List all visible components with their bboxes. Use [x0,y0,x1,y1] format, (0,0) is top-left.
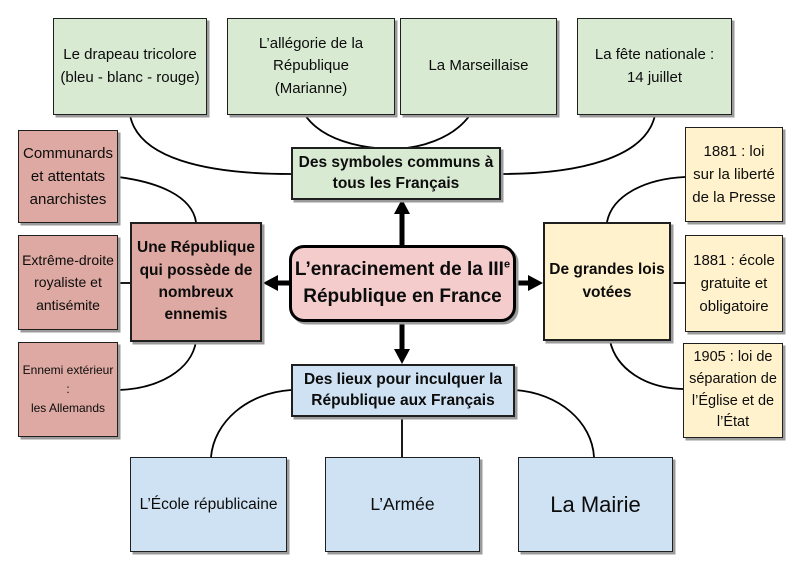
arrow-left-head [263,275,278,291]
node-separation-1905: 1905 : loi de séparation de l’Église et … [683,343,783,438]
node-ecole-gratuite-1881: 1881 : école gratuite et obligatoire [685,235,783,332]
connector-allegorie-symbols [304,114,390,150]
node-drapeau-tricolore: Le drapeau tricolore (bleu - blanc - rou… [53,18,207,115]
node-armee: L’Armée [325,457,480,552]
arrow-down-head [394,349,410,364]
central-topic-superscript: e [503,258,511,271]
arrow-up-head [394,199,410,214]
connector-communards-ennemis [117,176,197,223]
connector-ennemis-ennemi-exterieur [117,340,197,391]
connector-fete-symbols [500,114,656,175]
connector-lois-presse [606,176,686,223]
connector-lois-separation [609,340,684,390]
connector-drapeau-symbols [129,114,292,175]
connector-lieux-ecole-republicaine [210,389,292,458]
node-lieux-inculquer: Des lieux pour inculquer la République a… [291,364,515,417]
node-central-topic: L’enracinement de la IIIe République en … [289,245,516,322]
node-ecole-republicaine: L’École républicaine [130,457,287,552]
connector-lieux-mairie [514,389,595,458]
node-communards: Communards et attentats anarchistes [18,130,118,223]
node-republique-ennemis: Une République qui possède de nombreux e… [130,222,262,342]
connector-marseillaise-symbols [395,114,471,150]
central-topic-text: L’enracinement de la IIIe République en … [295,257,510,309]
node-allegorie-republique: L’allégorie de la République (Marianne) [227,18,395,115]
node-mairie: La Mairie [518,457,673,552]
node-la-marseillaise: La Marseillaise [400,18,557,115]
node-symboles-communs: Des symboles communs à tous les Français [291,147,501,200]
node-ennemi-exterieur: Ennemi extérieur : les Allemands [18,342,118,437]
node-loi-presse-1881: 1881 : loi sur la liberté de la Presse [685,127,783,222]
node-grandes-lois: De grandes lois votées [543,222,671,341]
node-fete-nationale: La fête nationale : 14 juillet [577,18,732,115]
arrow-right-head [528,275,543,291]
central-topic-line2: République en France [303,285,502,307]
central-topic-line1: L’enracinement de la III [294,259,504,281]
node-extreme-droite: Extrême-droite royaliste et antisémite [18,235,118,330]
